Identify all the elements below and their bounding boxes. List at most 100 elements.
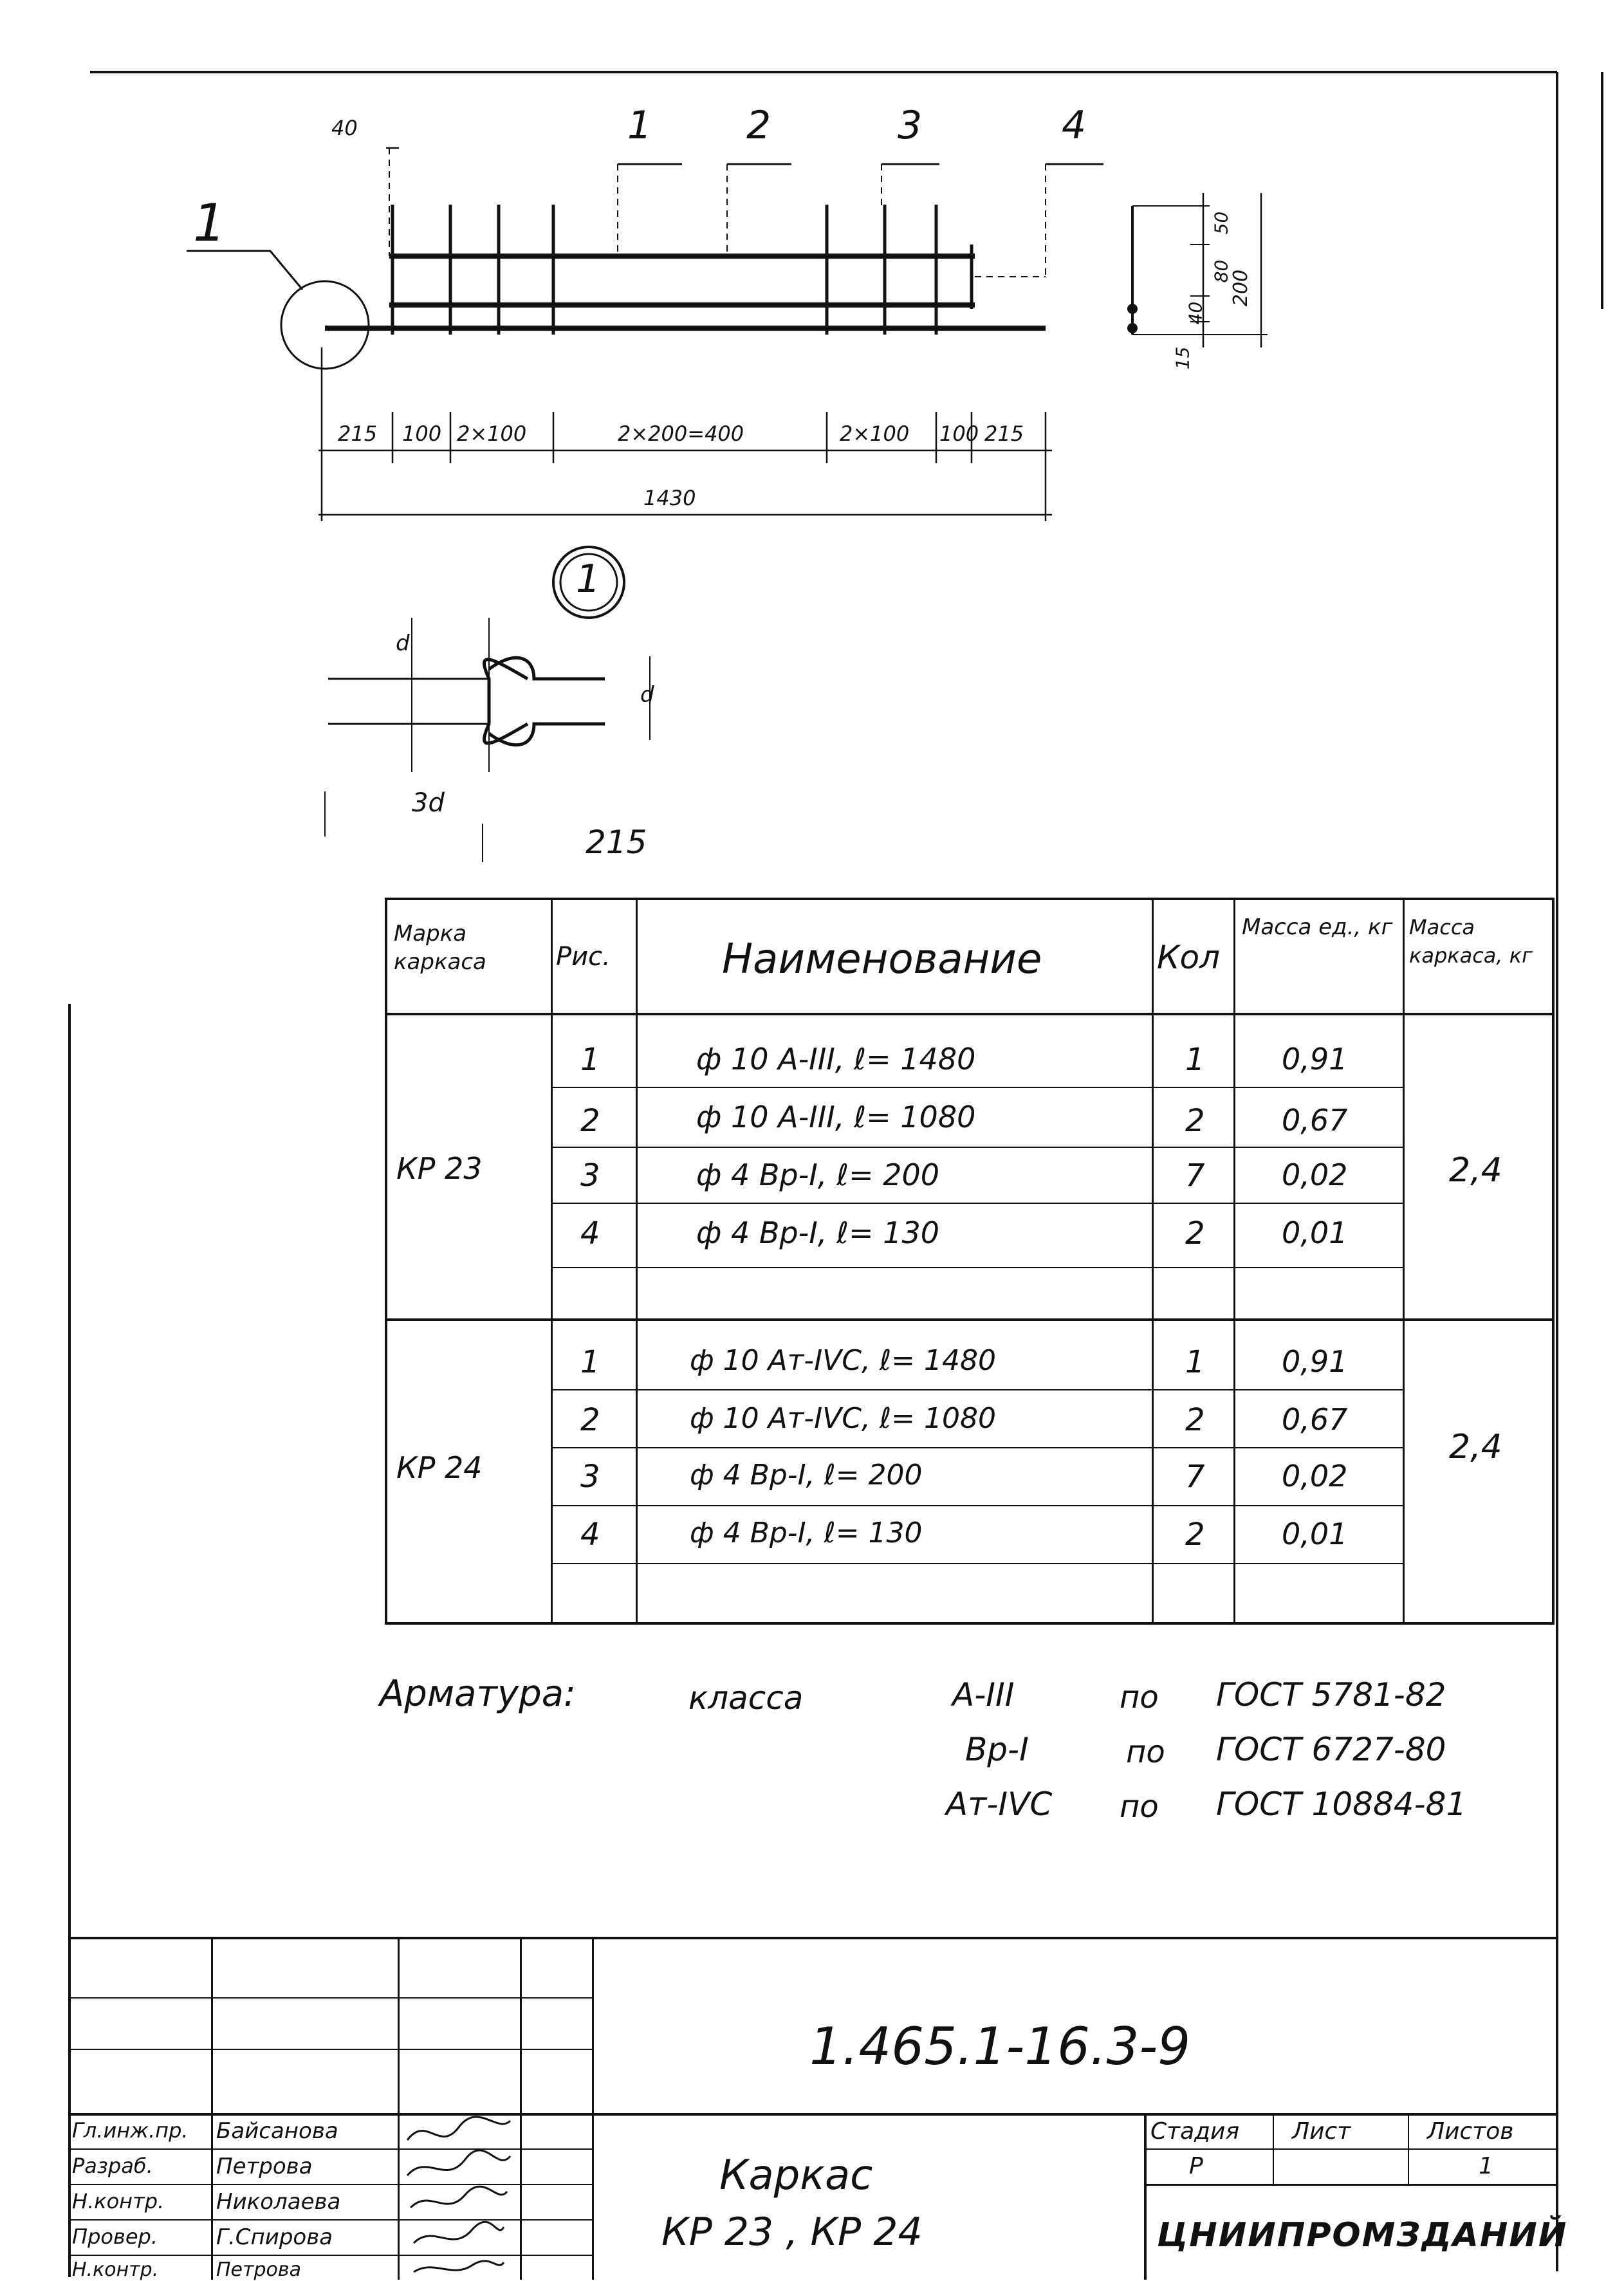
total-mass-kr23: 2,4 — [1449, 1151, 1502, 1190]
note-line-1-by: по — [1120, 1679, 1159, 1715]
detail-anchor — [324, 546, 651, 862]
carcass-elevation — [187, 147, 1103, 521]
notes-prefix: класса — [688, 1679, 804, 1717]
sheet-header: Лист — [1292, 2118, 1351, 2145]
header-name: Наименование — [722, 936, 1042, 983]
kr23-row4-qty: 2 — [1185, 1215, 1205, 1251]
role-4: Провер. — [72, 2224, 158, 2249]
mark-kr23: КР 23 — [396, 1151, 483, 1186]
kr24-row2-qty: 2 — [1185, 1402, 1205, 1438]
dim-bottom-2: 2×100 — [457, 421, 527, 446]
note-line-3-by: по — [1120, 1789, 1159, 1825]
kr24-row2-pos: 2 — [580, 1402, 600, 1438]
name-3: Николаева — [216, 2189, 341, 2215]
dim-bottom-1: 100 — [402, 421, 442, 446]
role-2: Разраб. — [72, 2154, 153, 2178]
spec-table: Марка каркаса Рис. Наименование Кол Масс… — [385, 898, 1555, 1625]
stage-value: Р — [1189, 2153, 1203, 2179]
kr23-row1-pos: 1 — [580, 1042, 600, 1078]
kr23-row4-pos: 4 — [580, 1215, 600, 1251]
dim-bottom-5: 100 — [939, 421, 979, 446]
carcass-section — [1127, 193, 1268, 347]
callout-label: 1 — [193, 193, 226, 253]
detail-dim-1: d — [640, 682, 654, 708]
kr24-row4-qty: 2 — [1185, 1517, 1205, 1553]
kr24-row4-pos: 4 — [580, 1517, 600, 1553]
total-mass-kr24: 2,4 — [1449, 1428, 1502, 1466]
title-line-2: КР 23 , КР 24 — [661, 2210, 923, 2255]
organization: ЦНИИПРОМЗДАНИЙ — [1157, 2216, 1568, 2255]
note-line-3-class: Ат-IVC — [946, 1786, 1053, 1823]
callout-circle — [280, 280, 370, 370]
position-label-3: 3 — [898, 103, 923, 148]
kr23-row4-name: ф 4 Bp-I, ℓ= 130 — [696, 1215, 939, 1250]
kr23-row2-name: ф 10 A-III, ℓ= 1080 — [696, 1100, 976, 1134]
detail-marker-inner — [559, 553, 618, 612]
note-line-2-class: Bp-I — [965, 1731, 1029, 1768]
dim-total: 1430 — [643, 486, 696, 510]
kr24-row3-qty: 7 — [1185, 1459, 1205, 1495]
dim-top-40: 40 — [331, 116, 358, 140]
kr23-row2-mass: 0,67 — [1282, 1103, 1348, 1138]
title-block: 1.465.1-16.3-9 Каркас КР 23 , КР 24 Стад… — [69, 1937, 1566, 2281]
section-dim-1: 80 — [1210, 259, 1232, 283]
kr24-row4-mass: 0,01 — [1282, 1517, 1348, 1551]
role-3: Н.контр. — [72, 2189, 165, 2213]
header-mark: Марка каркаса — [394, 921, 486, 975]
kr24-row3-mass: 0,02 — [1282, 1459, 1348, 1493]
kr24-row3-pos: 3 — [580, 1459, 600, 1495]
position-label-1: 1 — [627, 103, 652, 148]
note-line-2-std: ГОСТ 6727-80 — [1216, 1731, 1446, 1768]
note-line-1-class: A-III — [952, 1676, 1015, 1713]
position-label-2: 2 — [746, 103, 771, 148]
dim-bottom-4: 2×100 — [840, 421, 910, 446]
role-1: Гл.инж.пр. — [72, 2118, 189, 2143]
mark-kr24: КР 24 — [396, 1450, 483, 1485]
kr23-row3-mass: 0,02 — [1282, 1158, 1348, 1192]
detail-dim-3: 215 — [586, 824, 647, 861]
dim-bottom-0: 215 — [338, 421, 378, 446]
detail-dim-2: 3d — [412, 788, 445, 818]
signatures — [406, 2116, 512, 2273]
dim-bottom-3: 2×200=400 — [618, 421, 744, 446]
section-dim-3: 15 — [1172, 346, 1194, 370]
kr24-row4-name: ф 4 Bp-I, ℓ= 130 — [690, 1517, 923, 1549]
position-label-4: 4 — [1062, 103, 1087, 148]
header-qty: Кол — [1157, 939, 1221, 976]
sheets-header: Листов — [1427, 2118, 1514, 2145]
section-dim-2: 40 — [1185, 301, 1206, 325]
name-5: Петрова — [216, 2258, 301, 2281]
cross-bars — [391, 205, 973, 335]
kr23-row1-name: ф 10 A-III, ℓ= 1480 — [696, 1042, 976, 1076]
kr24-row1-mass: 0,91 — [1282, 1344, 1348, 1379]
kr23-row3-name: ф 4 Bp-I, ℓ= 200 — [696, 1158, 939, 1192]
section-dim-total: 200 — [1230, 269, 1253, 307]
role-5: Н.контр. — [72, 2258, 159, 2281]
title-line-1: Каркас — [719, 2152, 873, 2199]
stage-header: Стадия — [1150, 2118, 1240, 2145]
kr24-row1-qty: 1 — [1185, 1344, 1205, 1380]
kr23-row3-pos: 3 — [580, 1158, 600, 1194]
kr23-row1-mass: 0,91 — [1282, 1042, 1348, 1076]
kr23-row3-qty: 7 — [1185, 1158, 1205, 1194]
note-line-1-std: ГОСТ 5781-82 — [1216, 1676, 1446, 1713]
detail-marker-outer — [552, 546, 625, 619]
header-total-mass: Масса каркаса, кг — [1409, 915, 1533, 968]
note-line-2-by: по — [1126, 1734, 1165, 1770]
name-2: Петрова — [216, 2154, 313, 2179]
kr23-row4-mass: 0,01 — [1282, 1215, 1348, 1250]
sheets-value: 1 — [1479, 2153, 1493, 2179]
kr24-row2-name: ф 10 Ат-IVC, ℓ= 1080 — [690, 1402, 996, 1435]
kr24-row1-pos: 1 — [580, 1344, 600, 1380]
header-fig: Рис. — [556, 942, 611, 972]
kr23-row1-qty: 1 — [1185, 1042, 1205, 1078]
kr24-row3-name: ф 4 Bp-I, ℓ= 200 — [690, 1459, 923, 1491]
header-unit-mass: Масса ед., кг — [1242, 914, 1393, 940]
sheet-frame — [68, 71, 1603, 2277]
kr23-row2-pos: 2 — [580, 1103, 600, 1139]
kr24-row1-name: ф 10 Ат-IVC, ℓ= 1480 — [690, 1344, 996, 1377]
doc-code: 1.465.1-16.3-9 — [809, 2017, 1191, 2076]
note-line-3-std: ГОСТ 10884-81 — [1216, 1786, 1467, 1823]
name-1: Байсанова — [216, 2118, 338, 2144]
